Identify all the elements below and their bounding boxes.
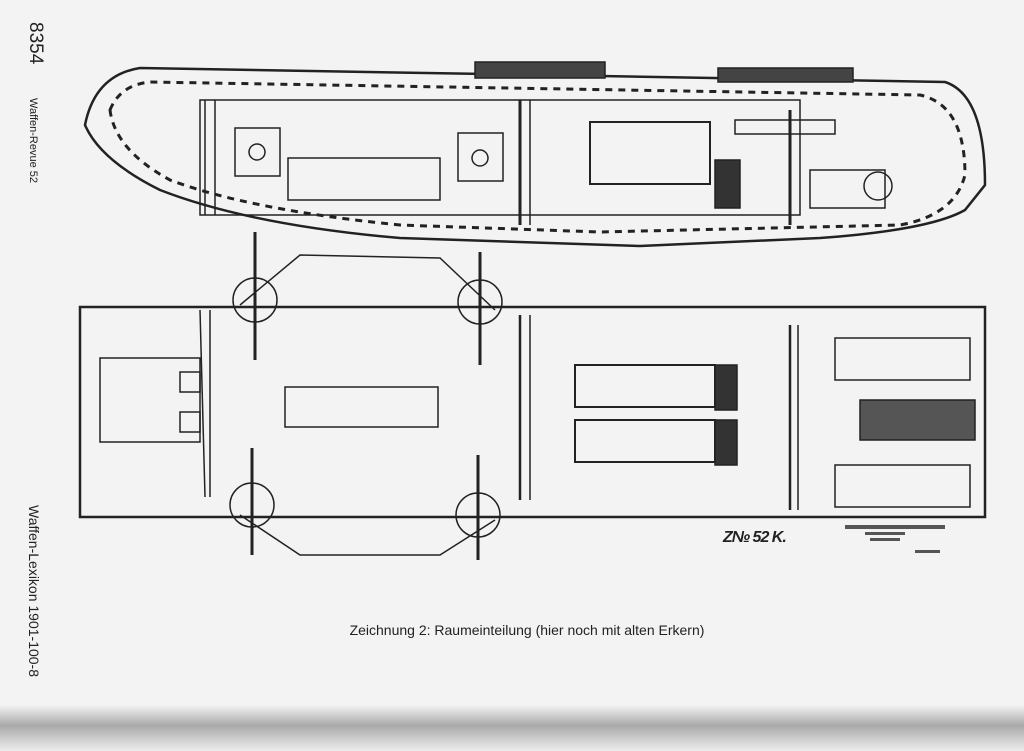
side-elevation bbox=[83, 61, 987, 248]
plan-view bbox=[78, 232, 987, 560]
scan-edge-shadow bbox=[0, 705, 1024, 751]
figure-caption: Zeichnung 2: Raumeinteilung (hier noch m… bbox=[349, 622, 705, 638]
drawing-number: Z№ 52 K. bbox=[723, 529, 787, 546]
